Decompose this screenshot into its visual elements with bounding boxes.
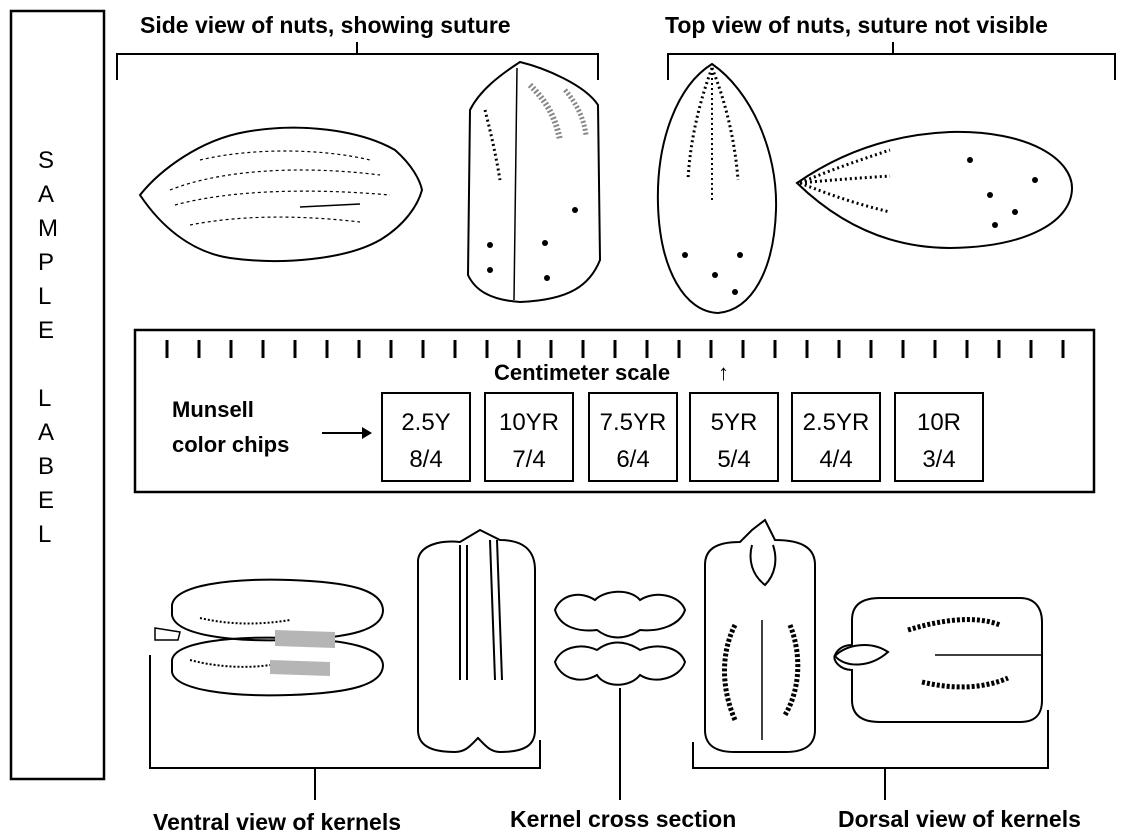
sample-label-letter: P — [38, 249, 54, 276]
sample-label-letter: E — [38, 487, 54, 514]
color-chip: 2.5Y 8/4 — [382, 393, 470, 481]
chip-hue: 7.5YR — [600, 409, 667, 436]
chip-hue: 2.5Y — [401, 409, 450, 436]
chip-value-chroma: 6/4 — [616, 446, 649, 473]
kernel-cross-section — [555, 592, 685, 800]
centimeter-scale-ticks — [167, 340, 1063, 358]
chip-value-chroma: 3/4 — [922, 446, 955, 473]
color-chip: 7.5YR 6/4 — [589, 393, 677, 481]
side-view-heading: Side view of nuts, showing suture — [140, 12, 511, 38]
top-view-heading: Top view of nuts, suture not visible — [665, 12, 1048, 38]
chip-hue: 5YR — [711, 409, 758, 436]
munsell-label-line2: color chips — [172, 432, 289, 457]
arrow-right-icon — [322, 427, 372, 439]
kernel-dorsal-view-vertical — [705, 520, 815, 752]
nut-side-view-horizontal — [140, 128, 422, 261]
chip-value-chroma: 5/4 — [717, 446, 750, 473]
top-view-bracket — [668, 54, 1115, 80]
sample-label-letter: M — [38, 215, 58, 242]
munsell-color-chips: 2.5Y8/410YR7/47.5YR6/45YR5/42.5YR4/410R3… — [382, 393, 983, 481]
chip-value-chroma: 4/4 — [819, 446, 852, 473]
nut-side-view-vertical — [468, 62, 600, 302]
sample-label-letter: L — [38, 283, 51, 310]
chip-hue: 10YR — [499, 409, 559, 436]
nut-top-view-vertical — [658, 64, 776, 313]
color-chip: 10YR 7/4 — [485, 393, 573, 481]
sample-label-letter: A — [38, 181, 54, 208]
color-chip: 2.5YR 4/4 — [792, 393, 880, 481]
kernel-dorsal-view-horizontal — [834, 598, 1042, 722]
sample-label-letter: B — [38, 453, 54, 480]
side-view-bracket — [117, 54, 598, 80]
sample-label-letter: A — [38, 419, 54, 446]
dorsal-bracket — [693, 710, 1048, 768]
sample-label-letter: S — [38, 147, 54, 174]
kernel-ventral-view-horizontal — [155, 580, 383, 696]
cross-section-heading: Kernel cross section — [510, 806, 736, 832]
kernel-ventral-view-vertical — [418, 530, 535, 752]
chip-hue: 10R — [917, 409, 961, 436]
centimeter-scale-label: Centimeter scale — [494, 360, 670, 385]
dorsal-view-heading: Dorsal view of kernels — [838, 806, 1081, 832]
sample-label-letter: L — [38, 385, 51, 412]
chip-value-chroma: 8/4 — [409, 446, 442, 473]
sample-label-letter: L — [38, 521, 51, 548]
ventral-view-heading: Ventral view of kernels — [153, 809, 401, 835]
nut-top-view-horizontal — [797, 132, 1072, 248]
sample-label-box — [11, 11, 104, 779]
chip-hue: 2.5YR — [803, 409, 870, 436]
ventral-bracket — [150, 655, 540, 768]
munsell-label-line1: Munsell — [172, 397, 254, 422]
chip-value-chroma: 7/4 — [512, 446, 545, 473]
sample-label-letter: E — [38, 317, 54, 344]
arrow-up-icon: ↑ — [718, 360, 729, 385]
